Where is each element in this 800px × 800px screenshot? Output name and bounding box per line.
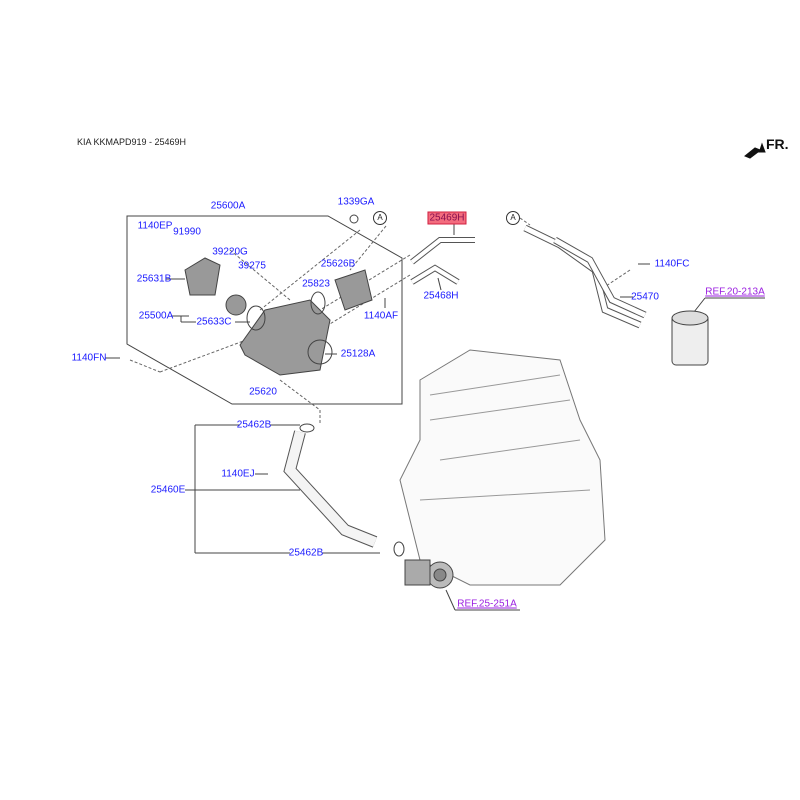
- diagram-title: KIA KKMAPD919 - 25469H: [77, 137, 187, 147]
- front-direction-label: FR.: [766, 136, 789, 152]
- part-label-91990[interactable]: 91990: [173, 226, 201, 238]
- part-label-25633C[interactable]: 25633C: [196, 316, 232, 328]
- callout-a-right: A: [506, 211, 520, 225]
- part-label-25823[interactable]: 25823: [302, 278, 330, 290]
- part-label-25631B[interactable]: 25631B: [136, 273, 172, 285]
- callout-a-left: A: [373, 211, 387, 225]
- part-label-1140FC[interactable]: 1140FC: [654, 258, 690, 270]
- part-label-25462B-top[interactable]: 25462B: [236, 419, 272, 431]
- reference-link-water-pump[interactable]: REF.25-251A: [457, 598, 517, 610]
- part-label-25626B[interactable]: 25626B: [320, 258, 356, 270]
- part-label-25600A[interactable]: 25600A: [210, 200, 246, 212]
- part-label-39275[interactable]: 39275: [238, 260, 266, 272]
- part-label-25128A[interactable]: 25128A: [340, 348, 376, 360]
- part-label-25500A[interactable]: 25500A: [138, 310, 174, 322]
- part-label-25468H[interactable]: 25468H: [423, 290, 459, 302]
- part-label-25462B-bottom[interactable]: 25462B: [288, 547, 324, 559]
- assembly-boundary: [126, 215, 403, 405]
- part-label-39220G[interactable]: 39220G: [212, 246, 248, 258]
- part-label-1140FN[interactable]: 1140FN: [71, 352, 107, 364]
- part-label-1140EP[interactable]: 1140EP: [137, 220, 173, 232]
- part-label-1140AF[interactable]: 1140AF: [363, 310, 399, 322]
- part-label-1140EJ[interactable]: 1140EJ: [221, 468, 255, 480]
- part-label-25460E[interactable]: 25460E: [150, 484, 186, 496]
- engine-block: [399, 349, 606, 586]
- part-label-1339GA[interactable]: 1339GA: [337, 196, 375, 208]
- reference-link-oil-filter[interactable]: REF.20-213A: [705, 286, 765, 298]
- part-label-25620[interactable]: 25620: [249, 386, 277, 398]
- part-label-25470[interactable]: 25470: [631, 291, 659, 303]
- part-label-25469H-selected[interactable]: 25469H: [427, 211, 467, 225]
